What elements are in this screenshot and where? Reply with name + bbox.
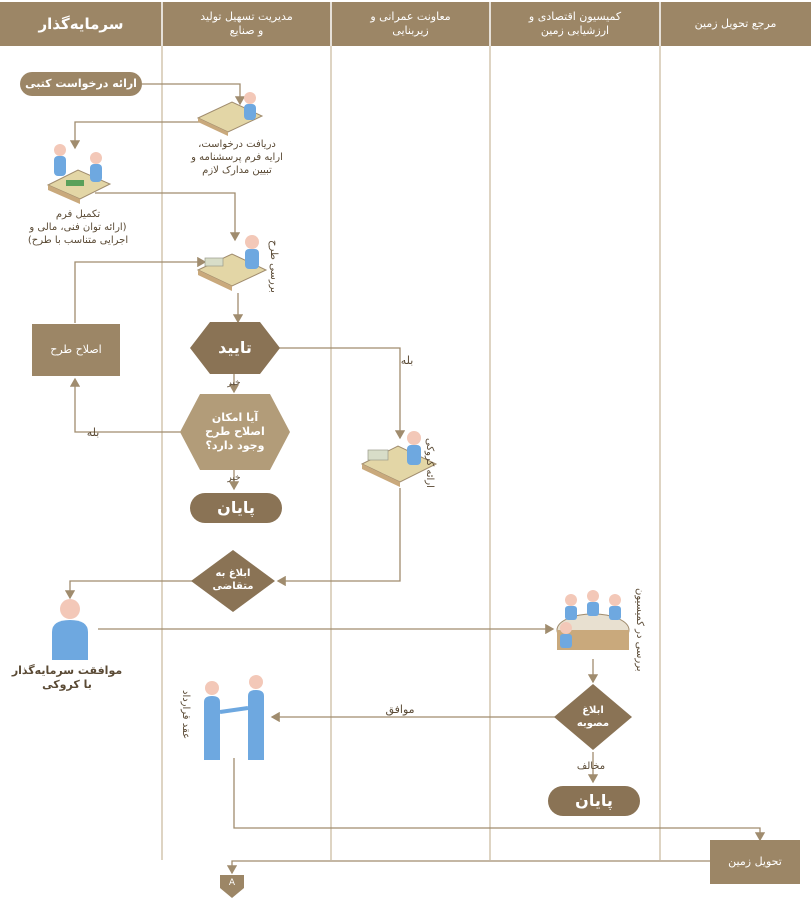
edge-label-disagree: مخالف: [576, 761, 606, 772]
investor-agree-label: موافقت سرمایه‌گذار با کروکی: [11, 664, 123, 691]
lane-dividers: [161, 46, 661, 860]
approve-decision: [190, 322, 280, 374]
notify-applicant-label: ابلاغ به متقاضی: [212, 568, 254, 592]
start-request-label: ارائه درخواست کتبی: [25, 77, 137, 90]
desk-icon: [196, 235, 268, 291]
approve-label: تایید: [218, 338, 252, 357]
edge-label-yes-approve: بله: [400, 354, 414, 367]
edge-label-yes-canfix: بله: [86, 426, 100, 439]
collateral-label: ارائه کروکی: [424, 438, 435, 488]
lane-title-construction: معاونت عمرانی و زیربنایی: [370, 10, 451, 37]
header-dividers: [161, 2, 661, 46]
contract-label: عقد قرارداد: [180, 690, 191, 740]
lane-title-production: مدیریت تسهیل تولید و صنایع: [200, 10, 293, 37]
notify-applicant-decision: [191, 550, 275, 612]
desk-icon: [46, 144, 112, 204]
header-bar: [0, 2, 811, 46]
meeting-icon: [556, 590, 630, 650]
review-plan-label: بررسی طرح: [268, 240, 279, 293]
deliver-land-node: [710, 840, 800, 884]
connector-a-label: A: [228, 878, 236, 888]
edge-label-agree: موافق: [385, 703, 415, 716]
notify-approval-decision: [554, 684, 632, 750]
handshake-icon: [204, 675, 264, 760]
lane-title-investor: سرمایه‌گذار: [38, 15, 124, 33]
can-fix-label: آیا امکان اصلاح طرح وجود دارد؟: [205, 411, 265, 452]
fix-plan-node: [32, 324, 120, 376]
end-node-1: [190, 493, 282, 523]
commission-review-label: بررسی در کمیسیون: [634, 588, 645, 672]
offpage-connector: [220, 875, 244, 898]
edge-label-no-approve: خیر: [227, 378, 241, 388]
desk-icon: [360, 431, 438, 487]
connector-lines: [64, 83, 766, 875]
lane-title-commission: کمیسیون اقتصادی و ارزشیابی زمین: [528, 10, 622, 37]
notify-approval-label: ابلاغ مصوبه: [576, 705, 610, 729]
lane-title-land-authority: مرجع تحویل زمین: [694, 17, 777, 30]
edge-label-no-canfix: خیر: [227, 473, 241, 483]
fix-plan-label: اصلاح طرح: [50, 343, 102, 356]
deliver-land-label: تحویل زمین: [728, 855, 782, 868]
person-icon: [52, 599, 88, 660]
desk-icon: [196, 92, 264, 136]
can-fix-decision: [180, 394, 290, 470]
complete-form-label: تکمیل فرم (ارائه توان فنی، مالی و اجرایی…: [27, 209, 129, 246]
receive-request-label: دریافت درخواست، ارایه فرم پرسشنامه و تبی…: [191, 139, 283, 176]
end-2-label: پایان: [575, 791, 613, 810]
start-request-node: [20, 72, 142, 96]
end-1-label: پایان: [217, 498, 255, 517]
end-node-2: [548, 786, 640, 816]
